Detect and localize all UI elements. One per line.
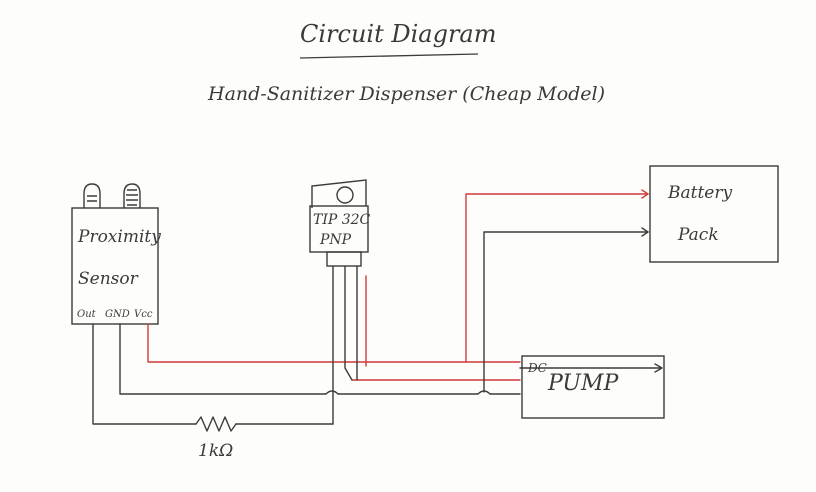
sensor-label-line2: Sensor <box>78 269 139 289</box>
transistor-leads <box>332 266 358 290</box>
proximity-sensor: Proximity Sensor Out GND Vcc <box>71 183 161 325</box>
resistor-zigzag-icon <box>195 416 237 432</box>
resistor-1k: 1kΩ <box>195 416 237 461</box>
sensor-receiver-icon <box>123 183 141 208</box>
title-underline <box>299 53 479 59</box>
wire-gnd-hop <box>325 390 339 395</box>
transistor-label-line1: TIP 32C <box>313 212 371 228</box>
transistor-mount-hole-icon <box>336 186 354 204</box>
battery-label-line1: Battery <box>667 183 732 203</box>
dc-pump: DC PUMP <box>521 355 665 419</box>
transistor-tab <box>311 179 367 208</box>
battery-label-line2: Pack <box>677 225 719 245</box>
sensor-emitter-icon <box>83 183 101 208</box>
diagram-title: Circuit Diagram <box>300 20 497 48</box>
sensor-emitter-detail <box>87 195 97 202</box>
wire-to-battery-negative <box>483 231 649 393</box>
wire-vcc-to-pump <box>147 323 521 363</box>
transistor-label-line2: PNP <box>319 232 352 248</box>
sensor-body <box>71 207 159 325</box>
wire-to-battery-positive <box>465 193 649 363</box>
battery-pack: Battery Pack <box>649 165 779 263</box>
battery-positive-arrow-icon <box>641 189 649 199</box>
wire-out-to-resistor <box>92 323 197 425</box>
sensor-pin-vcc: Vcc <box>134 309 153 320</box>
diagram-subtitle: Hand-Sanitizer Dispenser (Cheap Model) <box>207 83 605 105</box>
pump-label-line2: PUMP <box>547 371 619 396</box>
transistor-tip32c: TIP 32C PNP <box>309 179 371 290</box>
pump-body <box>521 355 665 419</box>
sensor-pin-gnd: GND <box>105 309 130 320</box>
resistor-label: 1kΩ <box>198 441 233 461</box>
battery-negative-arrow-icon <box>641 227 649 237</box>
ground-wires <box>92 227 663 425</box>
sensor-receiver-detail <box>126 189 138 206</box>
wire-transistor-collector <box>344 289 353 381</box>
positive-wires <box>147 189 649 381</box>
pump-arrow-icon <box>654 363 663 373</box>
title-block: Circuit Diagram Hand-Sanitizer Dispenser… <box>207 20 605 105</box>
transistor-lead-block <box>326 251 362 267</box>
sensor-label-line1: Proximity <box>77 227 161 247</box>
sensor-pin-out: Out <box>77 309 97 320</box>
wire-gnd <box>119 323 327 395</box>
battery-body <box>649 165 779 263</box>
